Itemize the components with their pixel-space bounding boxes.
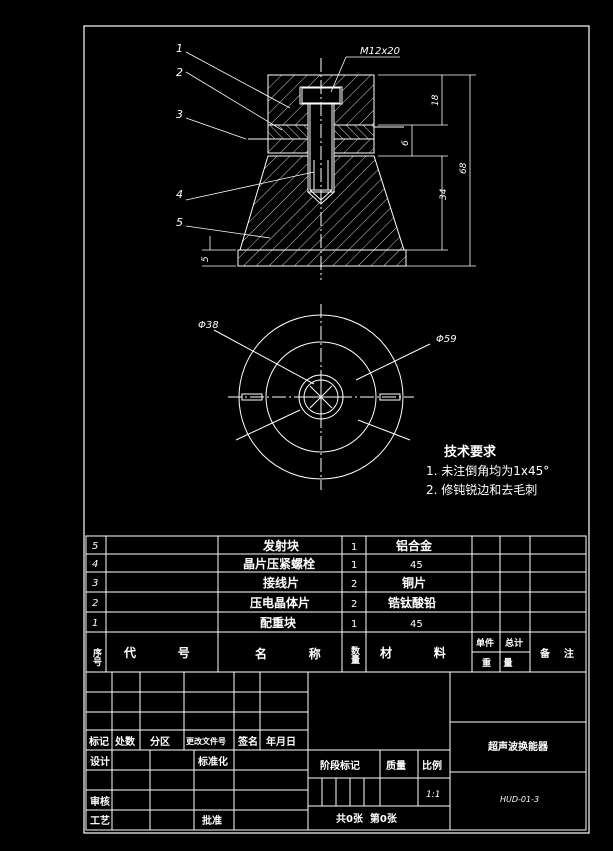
table-row: 5 发射块 1 铝合金 [92,538,433,553]
part-material: 铝合金 [396,538,433,553]
dim-18: 18 [431,94,441,106]
part-qty: 1 [351,542,357,553]
top-view [213,304,431,490]
tb-mark: 标记 [88,735,109,748]
table-row: 3 接线片 2 铜片 [92,575,426,590]
parts-table [85,535,587,673]
callout-5: 5 [176,216,183,229]
header-unit: 单件 [476,637,494,649]
part-no: 3 [92,578,98,589]
header-material: 材 料 [379,645,446,660]
header-name: 名 称 [255,646,321,661]
part-qty: 2 [351,599,357,610]
tb-zone: 分区 [150,735,170,748]
part-qty: 1 [351,619,357,630]
callout-1: 1 [176,42,183,55]
part-material: 45 [410,560,423,571]
tb-scale-value: 1:1 [426,790,440,800]
header-total: 总计 [505,637,523,649]
part-qty: 1 [351,560,357,571]
callout-2: 2 [176,66,183,79]
dim-6: 6 [401,140,411,146]
tb-review: 审核 [90,795,110,808]
header-weight: 重 量 [482,657,513,669]
part-name: 接线片 [263,575,299,590]
part-name: 压电晶体片 [250,595,310,610]
tb-drawing-code: HUD-01-3 [500,795,539,804]
sheet-frame [83,25,590,834]
part-no: 2 [92,598,98,609]
tech-note-item: 1. 未注倒角均为1x45° [426,463,549,478]
part-qty: 2 [351,579,357,590]
tb-standard: 标准化 [197,755,228,768]
part-no: 1 [92,618,98,629]
tech-note-item: 2. 修钝锐边和去毛刺 [426,482,537,497]
callout-3: 3 [176,108,183,121]
parts-rows: 5 发射块 1 铝合金 4 晶片压紧螺栓 1 45 3 接线片 2 铜片 2 压… [92,538,436,630]
thread-label: M12x20 [360,46,400,57]
tb-process: 工艺 [90,814,110,827]
part-no: 5 [92,541,98,552]
header-remark: 备 注 [539,647,574,660]
part-material: 铜片 [402,575,426,590]
table-row: 2 压电晶体片 2 锆钛酸铅 [92,595,436,610]
callout-leaders [185,51,400,239]
base-step [237,249,407,267]
tech-notes-title: 技术要求 [444,444,497,460]
tb-design: 设计 [90,755,110,768]
header-qty: 数量 [349,645,360,665]
callout-labels: 1 2 3 4 5 M12x20 18 6 34 68 5 [176,42,469,262]
header-no: 序号 [91,647,102,667]
dim-5: 5 [201,256,211,262]
tb-change-doc: 更改文件号 [186,736,226,746]
tb-drawing-name: 超声波换能器 [487,740,549,753]
dim-34: 34 [439,188,449,200]
part-name: 晶片压紧螺栓 [243,556,315,571]
table-row: 4 晶片压紧螺栓 1 45 [92,556,423,571]
dim-68: 68 [459,162,469,174]
part-material: 45 [410,619,423,630]
dimension-lines [202,74,476,267]
title-block-text: 标记 处数 分区 更改文件号 签名 年月日 设计 标准化 审核 工艺 批准 阶段… [88,735,549,827]
tb-weight: 质量 [386,759,406,772]
callout-4: 4 [176,188,183,201]
tb-sheets: 共0张 第0张 [336,812,398,825]
tb-signature: 签名 [237,735,258,748]
tb-scale: 比例 [422,759,442,772]
tb-approve: 批准 [202,814,222,827]
part-name: 配重块 [260,615,297,630]
tb-date: 年月日 [266,735,296,748]
parts-header: 序号 代 号 名 称 数量 材 料 单件 总计 重 量 备 注 [91,637,574,669]
part-name: 发射块 [262,538,300,553]
dim-dia-38: Φ38 [198,320,219,331]
part-material: 锆钛酸铅 [388,595,436,610]
tb-count: 处数 [114,735,136,748]
table-row: 1 配重块 1 45 [92,615,423,630]
middle-circle [265,341,377,453]
dim-dia-59: Φ59 [436,334,457,345]
title-block [85,671,587,831]
header-code: 代 号 [123,645,190,660]
tb-stage-mark: 阶段标记 [320,759,360,772]
front-section-view [237,58,407,280]
part-no: 4 [92,559,98,570]
